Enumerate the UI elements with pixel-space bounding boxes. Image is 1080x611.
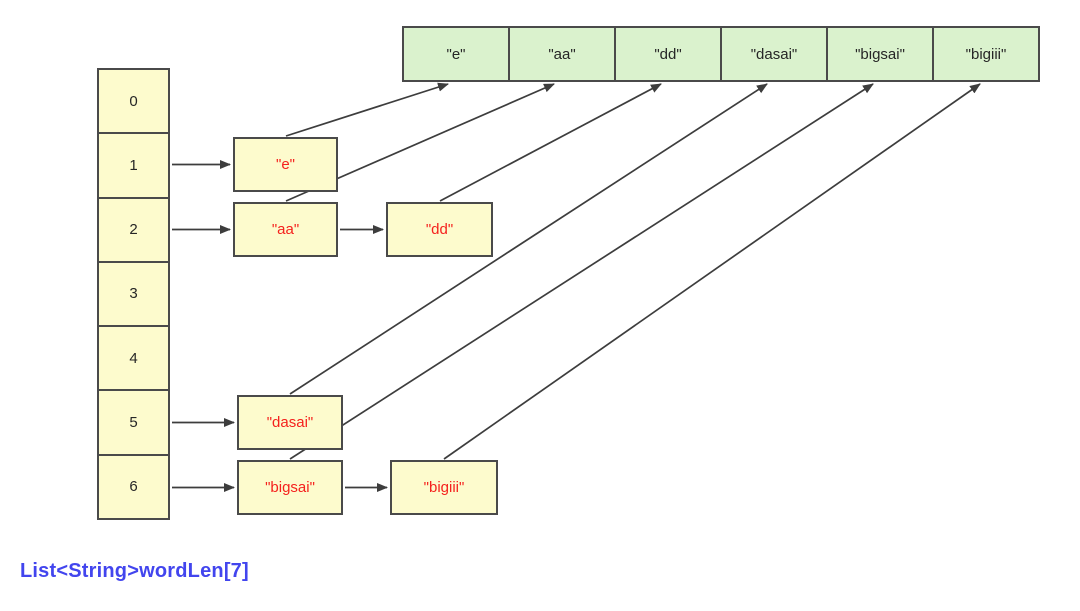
array-cell-3: 3 xyxy=(99,263,168,328)
array-cell-5: 5 xyxy=(99,391,168,456)
string-table-cell: "e" xyxy=(404,28,510,80)
string-table-cell: "dasai" xyxy=(722,28,828,80)
array-cell-0: 0 xyxy=(99,70,168,135)
list-node-bigsai: "bigsai" xyxy=(237,460,343,515)
list-node-dasai: "dasai" xyxy=(237,395,343,450)
arrow-dasai-to-table xyxy=(289,83,768,395)
arrow-bigiii-to-table xyxy=(443,83,981,460)
array-cell-6: 6 xyxy=(129,478,138,496)
string-table-cell: "dd" xyxy=(616,28,722,80)
array-cell-1: 1 xyxy=(99,134,168,199)
list-node-bigiii: "bigiii" xyxy=(390,460,498,515)
arrow-e-to-table xyxy=(285,82,449,137)
list-node-e: "e" xyxy=(233,137,338,192)
string-table-cell: "aa" xyxy=(510,28,616,80)
arrow-bigsai-to-table xyxy=(289,83,874,460)
list-node-dd: "dd" xyxy=(386,202,493,257)
string-table-cell: "bigiii" xyxy=(965,45,1007,63)
array-cell-2: 2 xyxy=(99,199,168,263)
bucket-array: 0 1 2 3 4 5 6 xyxy=(97,68,170,520)
array-cell-4: 4 xyxy=(99,327,168,392)
list-node-aa: "aa" xyxy=(233,202,338,257)
string-table-cell: "bigsai" xyxy=(828,28,934,80)
diagram-caption: List<String>wordLen[7] xyxy=(20,560,249,582)
string-table: "e" "aa" "dd" "dasai" "bigsai" "bigiii" xyxy=(402,26,1040,82)
arrow-dd-to-table xyxy=(439,83,662,202)
